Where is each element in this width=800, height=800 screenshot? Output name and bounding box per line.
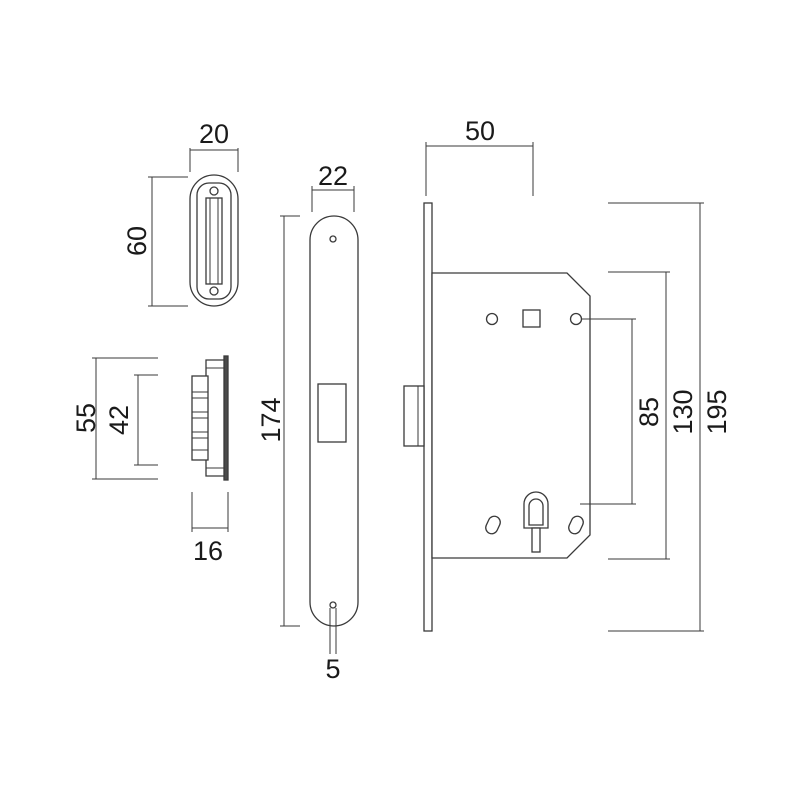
dimension-case-height: 130 <box>608 271 698 560</box>
dimension-center-distance: 85 <box>580 318 664 505</box>
dimension-total-height: 195 <box>608 202 732 632</box>
dimension-faceplate-width: 22 <box>311 161 355 212</box>
dimension-screw-hole: 5 <box>325 608 341 684</box>
label-screw-hole: 5 <box>325 654 340 684</box>
label-center-distance: 85 <box>634 397 664 427</box>
dimension-latch-depth: 16 <box>191 492 229 566</box>
label-total-height: 195 <box>702 389 732 434</box>
label-faceplate-height: 174 <box>256 397 286 442</box>
dimension-backset: 50 <box>425 116 534 196</box>
label-latch-depth: 16 <box>193 536 223 566</box>
label-strike-height: 60 <box>122 226 152 256</box>
dimension-faceplate-height: 174 <box>256 215 300 627</box>
dimension-strike-width: 20 <box>189 119 239 172</box>
lock-body <box>403 202 591 632</box>
label-latch-inner-height: 42 <box>104 405 134 435</box>
dimension-latch-inner-height: 42 <box>104 374 158 466</box>
faceplate-front-view <box>309 215 359 627</box>
dimension-latch-outer-height: 55 <box>71 357 158 480</box>
label-latch-outer-height: 55 <box>71 403 101 433</box>
label-case-height: 130 <box>668 389 698 434</box>
dimension-strike-height: 60 <box>122 176 188 307</box>
label-backset: 50 <box>465 116 495 146</box>
label-faceplate-width: 22 <box>318 161 348 191</box>
strike-plate <box>189 174 239 307</box>
label-strike-width: 20 <box>199 119 229 149</box>
latch-side-view <box>191 355 229 481</box>
